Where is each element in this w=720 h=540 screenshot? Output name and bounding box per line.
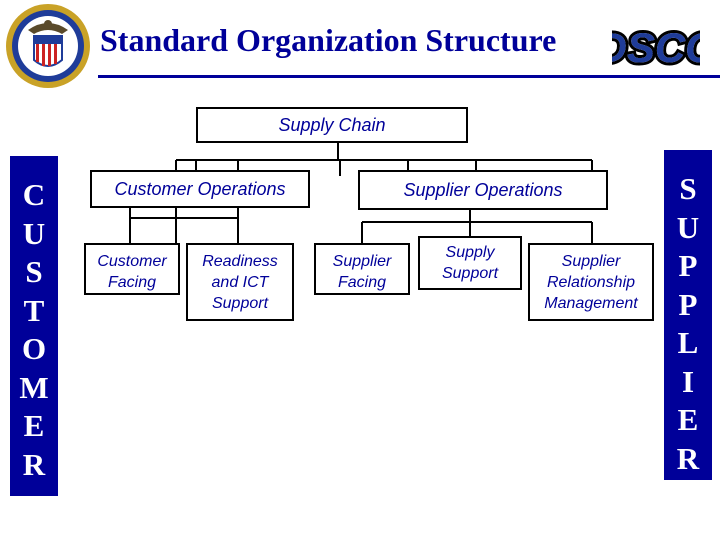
supplier-letter: S (679, 171, 697, 206)
supplier-sidebar: S U P P L I E R (664, 150, 712, 480)
supplier-letter: E (677, 402, 699, 437)
customer-letter: T (23, 292, 45, 328)
customer-letter: C (22, 177, 46, 212)
org-box-customer-facing: Customer Facing (84, 243, 180, 295)
supplier-letter: P (678, 286, 698, 322)
dscc-logo-icon: DSCC DSCC (612, 21, 700, 72)
agency-seal-icon (6, 4, 90, 88)
org-box-readiness-ict-support: Readiness and ICT Support (186, 243, 294, 321)
dscc-logo-text: DSCC (612, 24, 700, 71)
org-box-supplier-facing: Supplier Facing (314, 243, 410, 295)
title-underline (98, 75, 720, 78)
org-box-customer-operations: Customer Operations (90, 170, 310, 208)
customer-sidebar: C U S T O M E R (10, 156, 58, 496)
supplier-letter: P (678, 248, 698, 283)
customer-letter: O (21, 331, 47, 366)
dscc-logo-fill: DSCC (612, 24, 700, 71)
supplier-letter: R (676, 440, 700, 476)
customer-letter: R (22, 446, 46, 482)
customer-letter: E (23, 408, 45, 443)
supplier-letter: L (677, 325, 699, 360)
supplier-letter: I (681, 363, 695, 399)
customer-letter: U (22, 215, 46, 251)
org-box-supplier-operations: Supplier Operations (358, 170, 608, 210)
org-box-supplier-relationship-management: Supplier Relationship Management (528, 243, 654, 321)
page-title: Standard Organization Structure (100, 22, 557, 58)
org-box-supply-chain: Supply Chain (196, 107, 468, 143)
org-box-supply-support: Supply Support (418, 236, 522, 290)
customer-letter: S (25, 254, 43, 289)
supplier-letter: U (676, 209, 700, 245)
customer-letter: M (19, 369, 49, 405)
